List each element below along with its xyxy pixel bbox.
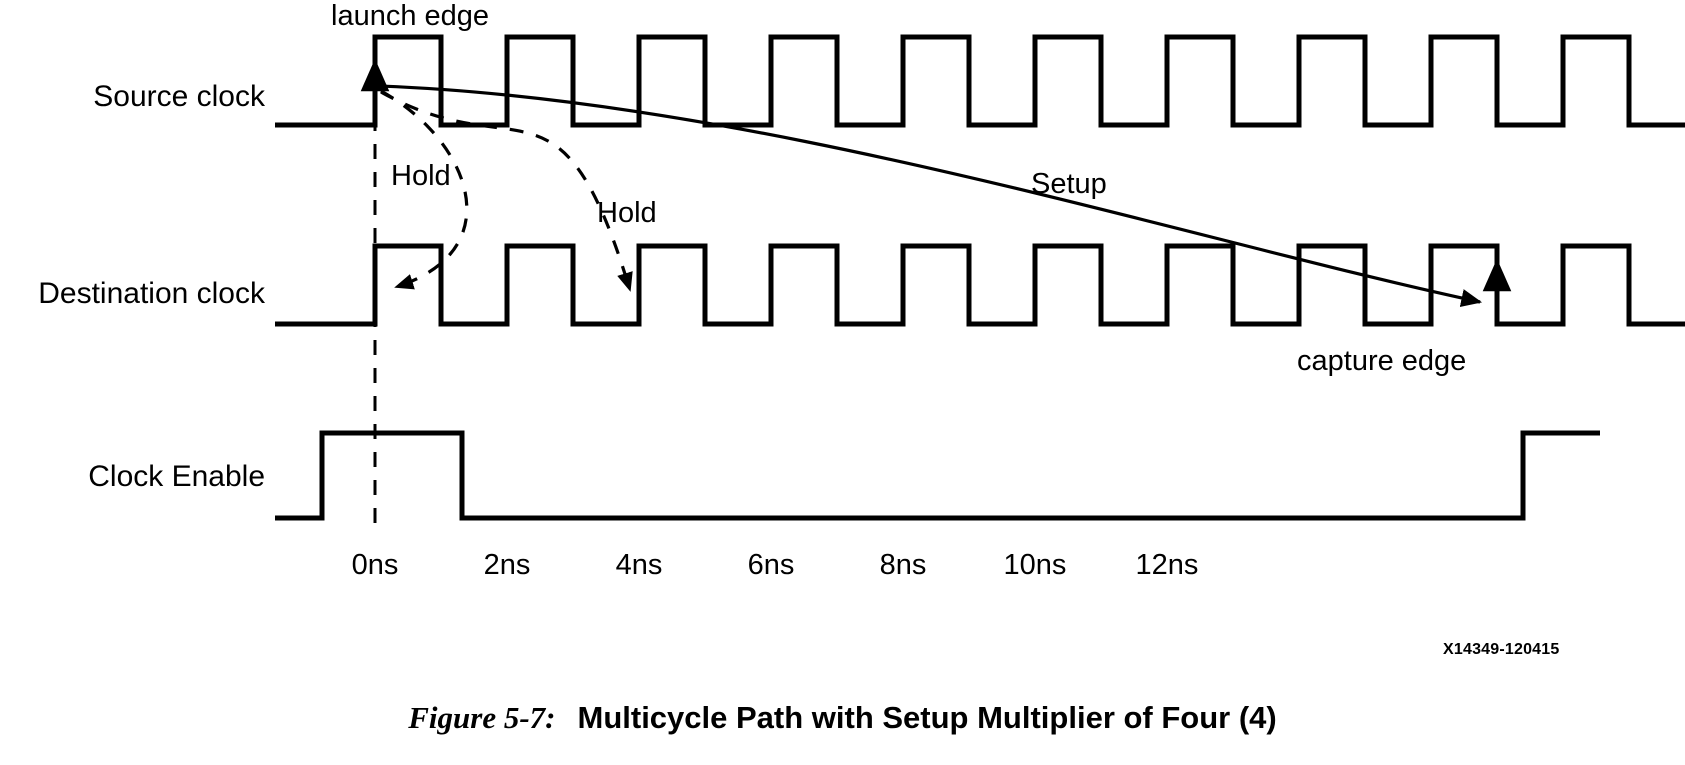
figure-caption-number: Figure 5-7: (408, 700, 556, 735)
setup-arc (378, 84, 1483, 308)
clock-enable-waveform (275, 430, 1600, 521)
document-id-stamp: X14349-120415 (1443, 641, 1560, 658)
axis-tick-4ns: 4ns (615, 549, 663, 581)
axis-tick-0ns: 0ns (351, 549, 399, 581)
annotation-capture-edge: capture edge (1297, 345, 1467, 377)
signal-label-destination-clock: Destination clock (38, 277, 265, 310)
figure-caption: Figure 5-7: Multicycle Path with Setup Mu… (0, 700, 1685, 736)
annotation-setup: Setup (1031, 168, 1107, 200)
annotation-hold-1: Hold (391, 160, 451, 192)
axis-tick-12ns: 12ns (1135, 549, 1199, 581)
axis-tick-2ns: 2ns (483, 549, 531, 581)
destination-clock-waveform (275, 243, 1685, 327)
hold-arc-2 (380, 90, 633, 292)
annotation-launch-edge: launch edge (331, 0, 490, 32)
hold-arc-1 (380, 89, 469, 290)
signal-label-source-clock: Source clock (93, 80, 265, 113)
annotation-hold-2: Hold (597, 197, 657, 229)
source-clock-waveform (275, 34, 1685, 128)
axis-tick-10ns: 10ns (1003, 549, 1067, 581)
figure-caption-title: Multicycle Path with Setup Multiplier of… (577, 700, 1277, 735)
axis-tick-6ns: 6ns (747, 549, 795, 581)
signal-label-clock-enable: Clock Enable (88, 460, 265, 493)
axis-tick-8ns: 8ns (879, 549, 927, 581)
